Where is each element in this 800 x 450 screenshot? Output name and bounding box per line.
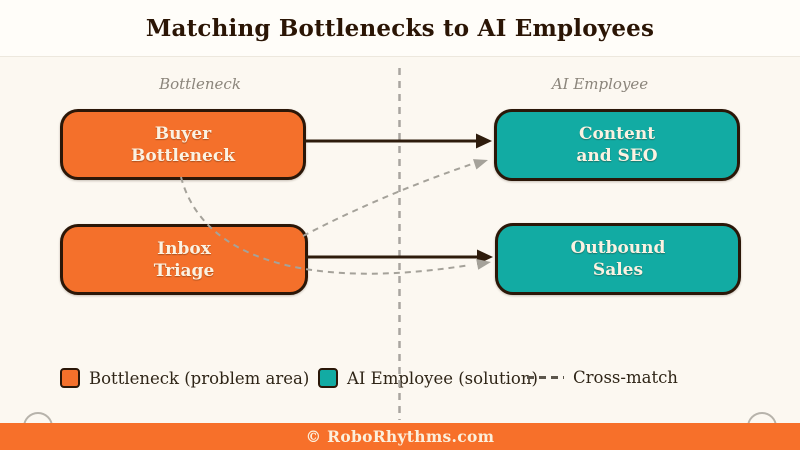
node-content-and-seo: Content and SEO: [494, 109, 740, 181]
cross-match-curve-inbox-to-content: [302, 163, 473, 237]
legend-label: Cross-match: [573, 368, 678, 387]
title-bar: Matching Bottlenecks to AI Employees: [0, 0, 800, 57]
legend-item-ai-employee: AI Employee (solution): [318, 368, 538, 388]
node-label-line: Triage: [153, 260, 215, 281]
node-label-line: Content: [578, 124, 656, 144]
node-label-line: Outbound: [570, 238, 666, 258]
footer-bar: © RoboRhythms.com: [0, 423, 800, 450]
node-label-line: Inbox: [157, 238, 211, 259]
legend-item-cross-match: Cross-match: [527, 368, 678, 387]
column-header-ai-employee: AI Employee: [551, 75, 649, 93]
ai-employee-swatch-icon: [318, 368, 338, 388]
column-header-bottleneck: Bottleneck: [159, 75, 241, 93]
legend-item-bottleneck: Bottleneck (problem area): [60, 368, 309, 388]
solid-arrowhead-content: [476, 133, 492, 149]
solid-arrowhead-outbound: [477, 249, 493, 265]
node-label-line: Bottleneck: [131, 145, 235, 166]
node-buyer-bottleneck: Buyer Bottleneck: [60, 109, 306, 180]
cross-arrowhead-outbound: [476, 259, 491, 270]
page-title: Matching Bottlenecks to AI Employees: [145, 14, 655, 42]
node-label-line: and SEO: [576, 146, 658, 166]
legend-label: AI Employee (solution): [347, 368, 538, 388]
node-label-line: Buyer: [154, 123, 212, 144]
bottleneck-swatch-icon: [60, 368, 80, 388]
dashed-line-icon: [527, 376, 564, 379]
node-outbound-sales: Outbound Sales: [495, 223, 741, 295]
copyright-text: © RoboRhythms.com: [305, 427, 495, 446]
cross-arrowhead-content: [473, 159, 488, 170]
node-label-line: Sales: [592, 260, 644, 280]
legend-label: Bottleneck (problem area): [89, 368, 310, 388]
node-inbox-triage: Inbox Triage: [60, 224, 308, 295]
